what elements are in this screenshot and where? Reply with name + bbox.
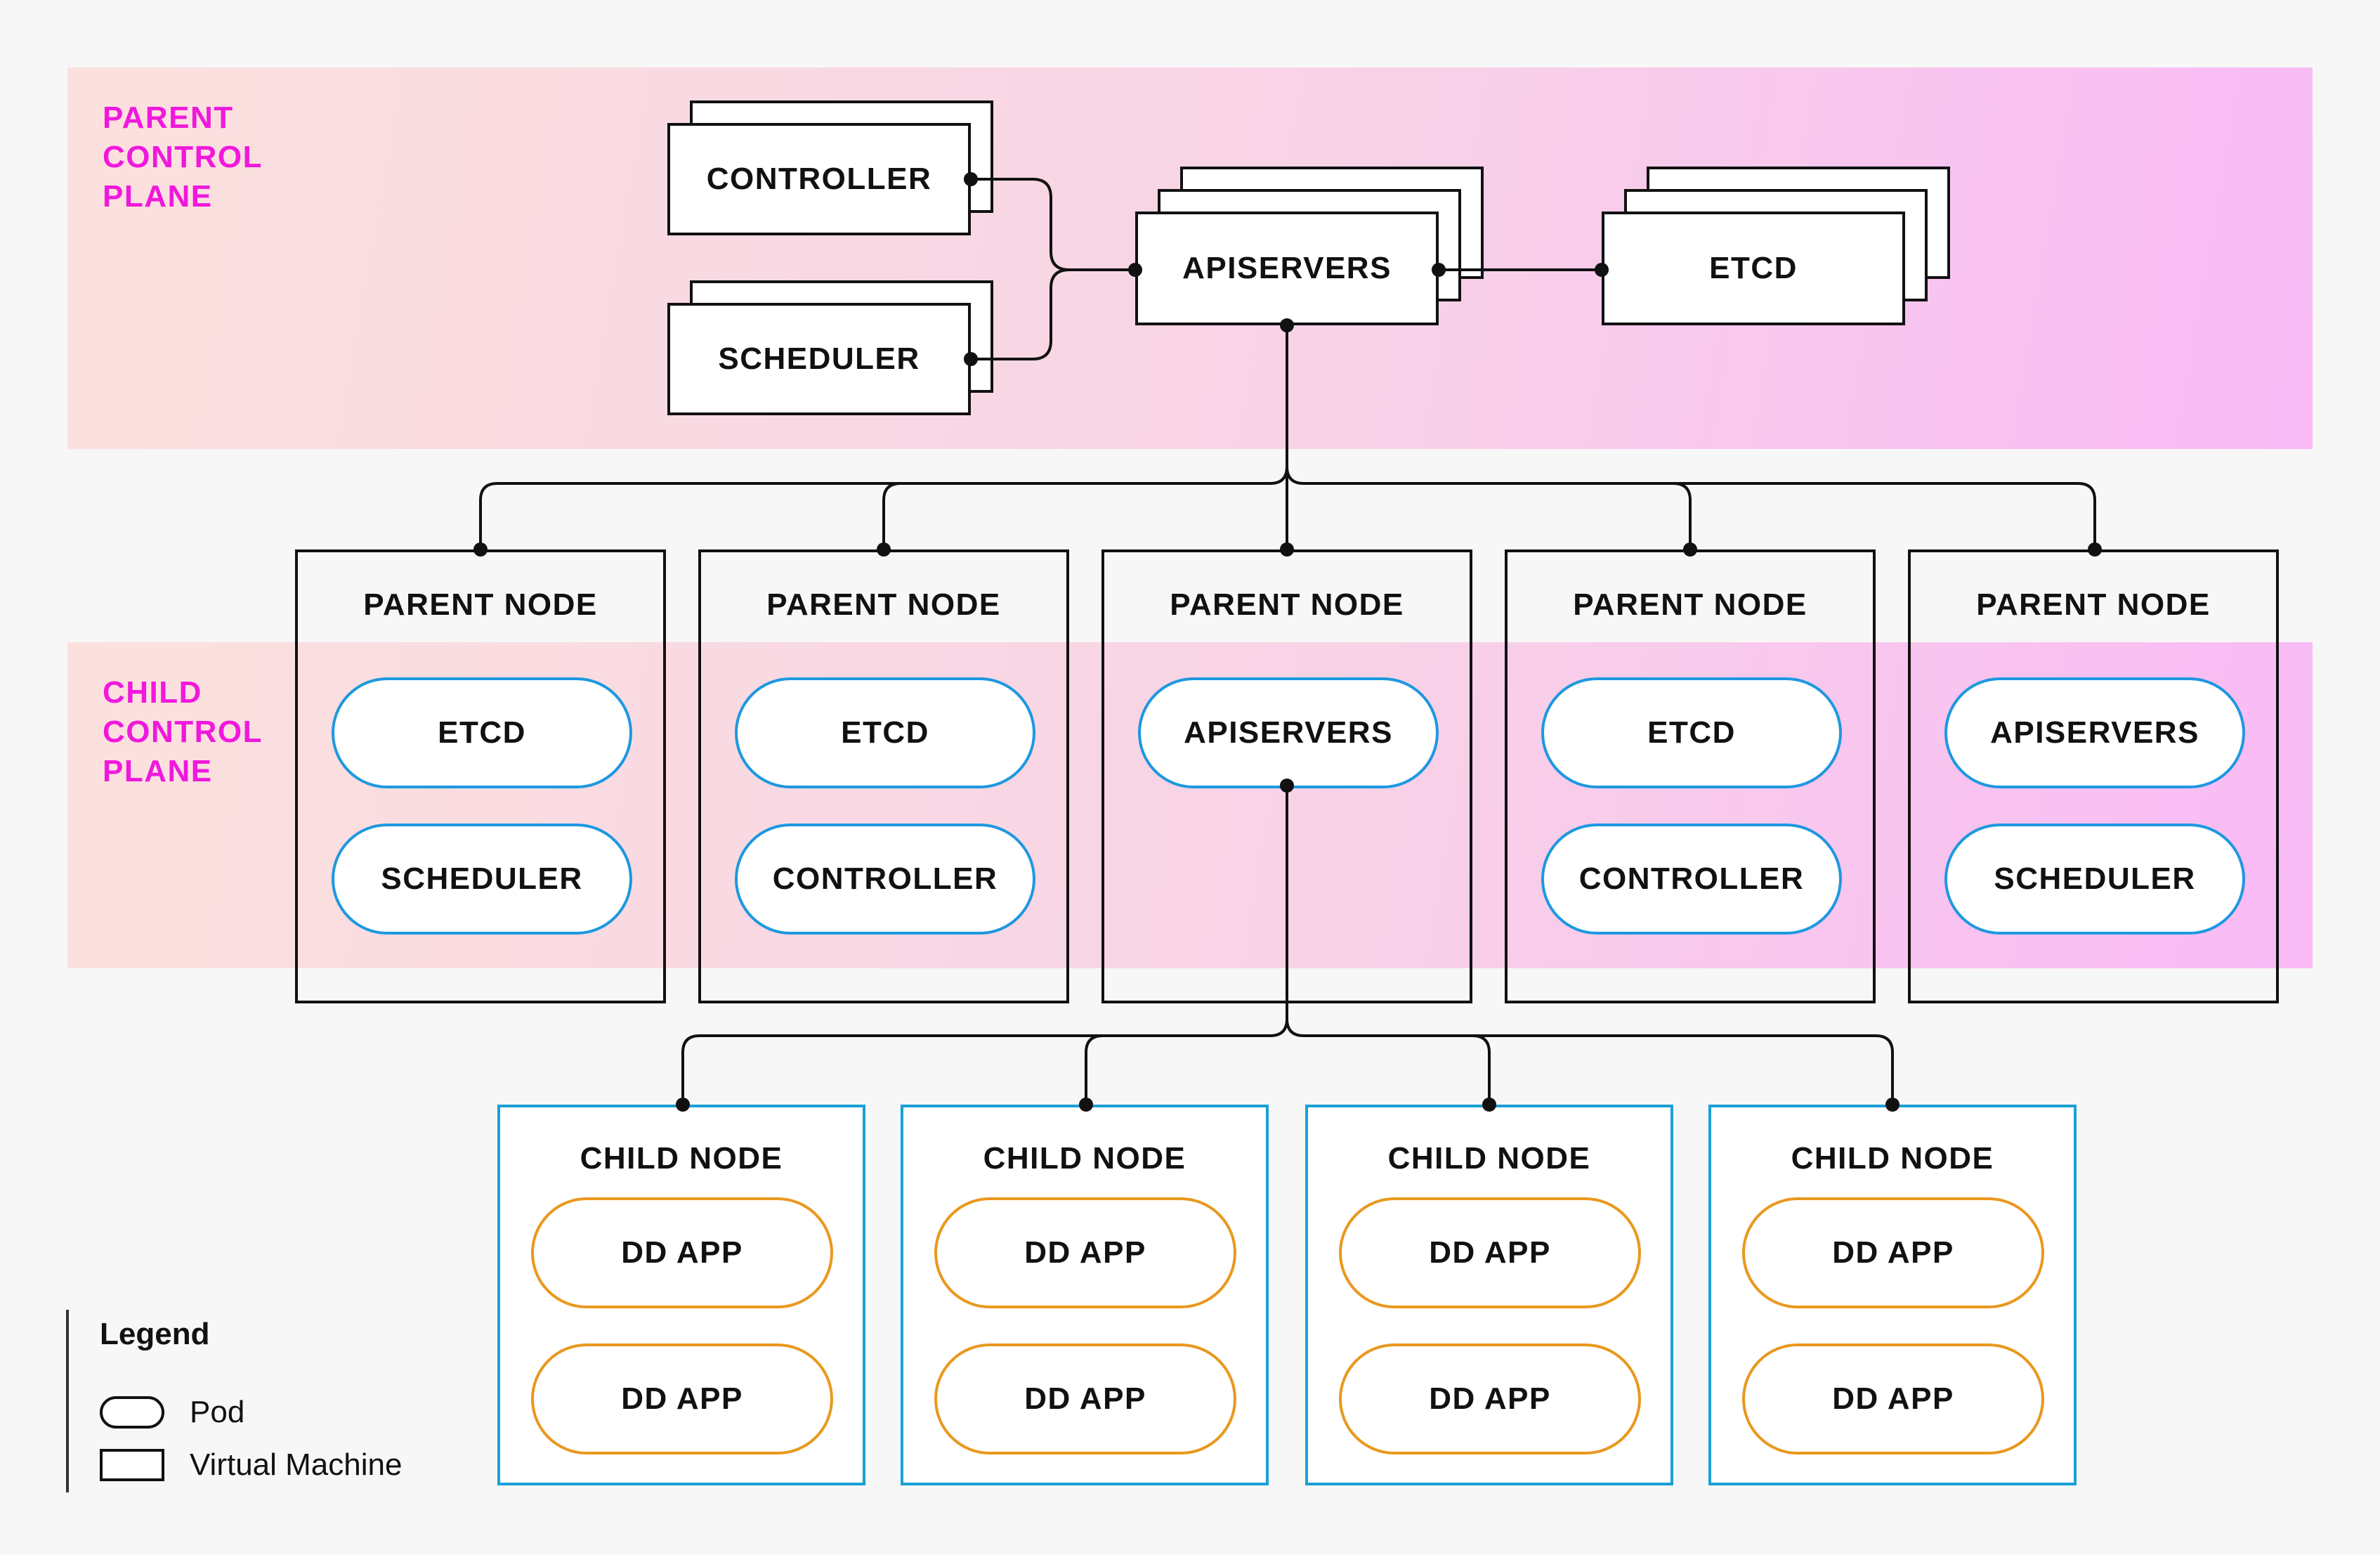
pod-label: DD APP bbox=[1024, 1235, 1146, 1270]
plane-label-line: PARENT bbox=[103, 100, 234, 135]
legend-divider bbox=[66, 1310, 69, 1492]
child-fanout-2 bbox=[1085, 1034, 1104, 1105]
pod-label: DD APP bbox=[1832, 1381, 1954, 1416]
scheduler-label: SCHEDULER bbox=[718, 341, 920, 376]
pod-etcd: ETCD bbox=[1541, 677, 1842, 788]
etcd-vm: ETCD bbox=[1602, 212, 1905, 325]
plane-label-line: CONTROL bbox=[103, 715, 263, 749]
apiservers-vm: APISERVERS bbox=[1135, 212, 1439, 325]
legend-item-vm: Virtual Machine bbox=[100, 1447, 402, 1483]
child-node-4: CHILD NODE DD APP DD APP bbox=[1708, 1105, 2077, 1485]
child-node-title: CHILD NODE bbox=[580, 1141, 783, 1176]
pod-label: DD APP bbox=[1024, 1381, 1146, 1416]
pod-label: DD APP bbox=[1832, 1235, 1954, 1270]
pod-scheduler: SCHEDULER bbox=[332, 824, 632, 935]
parent-node-1: PARENT NODE ETCD SCHEDULER bbox=[295, 549, 666, 1003]
pod-dd-app: DD APP bbox=[531, 1343, 833, 1455]
pod-dd-app: DD APP bbox=[1339, 1197, 1641, 1308]
pod-label: ETCD bbox=[841, 715, 929, 750]
pod-label: DD APP bbox=[1429, 1235, 1551, 1270]
child-fanout-3 bbox=[1472, 1034, 1491, 1105]
pod-label: CONTROLLER bbox=[1578, 861, 1805, 896]
pod-dd-app: DD APP bbox=[531, 1197, 833, 1308]
plane-label-line: CHILD bbox=[103, 675, 202, 710]
pod-label: DD APP bbox=[1429, 1381, 1551, 1416]
child-node-title: CHILD NODE bbox=[1791, 1141, 1994, 1176]
plane-label-line: PLANE bbox=[103, 754, 213, 788]
child-node-1: CHILD NODE DD APP DD APP bbox=[497, 1105, 865, 1485]
pod-label: APISERVERS bbox=[1184, 715, 1393, 750]
pod-label: SCHEDULER bbox=[1994, 861, 2196, 896]
pod-dd-app: DD APP bbox=[934, 1197, 1236, 1308]
pod-dd-app: DD APP bbox=[1742, 1343, 2044, 1455]
plane-label-line: PLANE bbox=[103, 179, 213, 214]
parent-node-title: PARENT NODE bbox=[1573, 587, 1807, 622]
child-node-3: CHILD NODE DD APP DD APP bbox=[1305, 1105, 1673, 1485]
pod-label: DD APP bbox=[621, 1235, 743, 1270]
pod-controller: CONTROLLER bbox=[735, 824, 1035, 935]
legend-title: Legend bbox=[100, 1317, 210, 1351]
pod-label: DD APP bbox=[621, 1381, 743, 1416]
parent-node-title: PARENT NODE bbox=[1170, 587, 1404, 622]
pod-label: CONTROLLER bbox=[772, 861, 998, 896]
parent-fanout-left bbox=[479, 482, 1270, 549]
vm-symbol-icon bbox=[100, 1449, 164, 1481]
plane-label-line: CONTROL bbox=[103, 140, 263, 174]
parent-node-3: PARENT NODE APISERVERS bbox=[1101, 549, 1472, 1003]
child-control-plane-label: CHILD CONTROL PLANE bbox=[103, 673, 313, 791]
pod-dd-app: DD APP bbox=[934, 1343, 1236, 1455]
etcd-label: ETCD bbox=[1709, 251, 1798, 285]
scheduler-vm: SCHEDULER bbox=[667, 303, 971, 415]
legend-item-pod: Pod bbox=[100, 1395, 244, 1430]
controller-label: CONTROLLER bbox=[706, 162, 932, 196]
child-fanout-left bbox=[681, 1034, 1270, 1105]
pod-symbol-icon bbox=[100, 1396, 164, 1429]
child-node-title: CHILD NODE bbox=[1387, 1141, 1591, 1176]
pod-apiservers: APISERVERS bbox=[1944, 677, 2245, 788]
pod-scheduler: SCHEDULER bbox=[1944, 824, 2245, 935]
parent-node-title: PARENT NODE bbox=[766, 587, 1001, 622]
pod-label: ETCD bbox=[1647, 715, 1736, 750]
pod-label: ETCD bbox=[438, 715, 526, 750]
parent-node-4: PARENT NODE ETCD CONTROLLER bbox=[1505, 549, 1876, 1003]
pod-etcd: ETCD bbox=[735, 677, 1035, 788]
legend-pod-label: Pod bbox=[190, 1395, 245, 1429]
pod-apiservers: APISERVERS bbox=[1138, 677, 1439, 788]
parent-node-title: PARENT NODE bbox=[363, 587, 598, 622]
pod-dd-app: DD APP bbox=[1339, 1343, 1641, 1455]
pod-controller: CONTROLLER bbox=[1541, 824, 1842, 935]
child-node-2: CHILD NODE DD APP DD APP bbox=[901, 1105, 1269, 1485]
legend-vm-label: Virtual Machine bbox=[190, 1447, 403, 1482]
controller-vm: CONTROLLER bbox=[667, 123, 971, 235]
parent-control-plane-label: PARENT CONTROL PLANE bbox=[103, 98, 313, 216]
parent-node-5: PARENT NODE APISERVERS SCHEDULER bbox=[1908, 549, 2279, 1003]
parent-node-2: PARENT NODE ETCD CONTROLLER bbox=[698, 549, 1069, 1003]
pod-label: SCHEDULER bbox=[381, 861, 583, 896]
pod-etcd: ETCD bbox=[332, 677, 632, 788]
parent-fanout-right bbox=[1286, 466, 2096, 549]
parent-node-title: PARENT NODE bbox=[1976, 587, 2211, 622]
parent-fanout-4 bbox=[1673, 482, 1692, 549]
child-fanout-right bbox=[1286, 1018, 1894, 1105]
apiservers-label: APISERVERS bbox=[1182, 251, 1392, 285]
parent-fanout-2 bbox=[882, 482, 901, 549]
pod-dd-app: DD APP bbox=[1742, 1197, 2044, 1308]
child-node-title: CHILD NODE bbox=[983, 1141, 1186, 1176]
pod-label: APISERVERS bbox=[1990, 715, 2199, 750]
